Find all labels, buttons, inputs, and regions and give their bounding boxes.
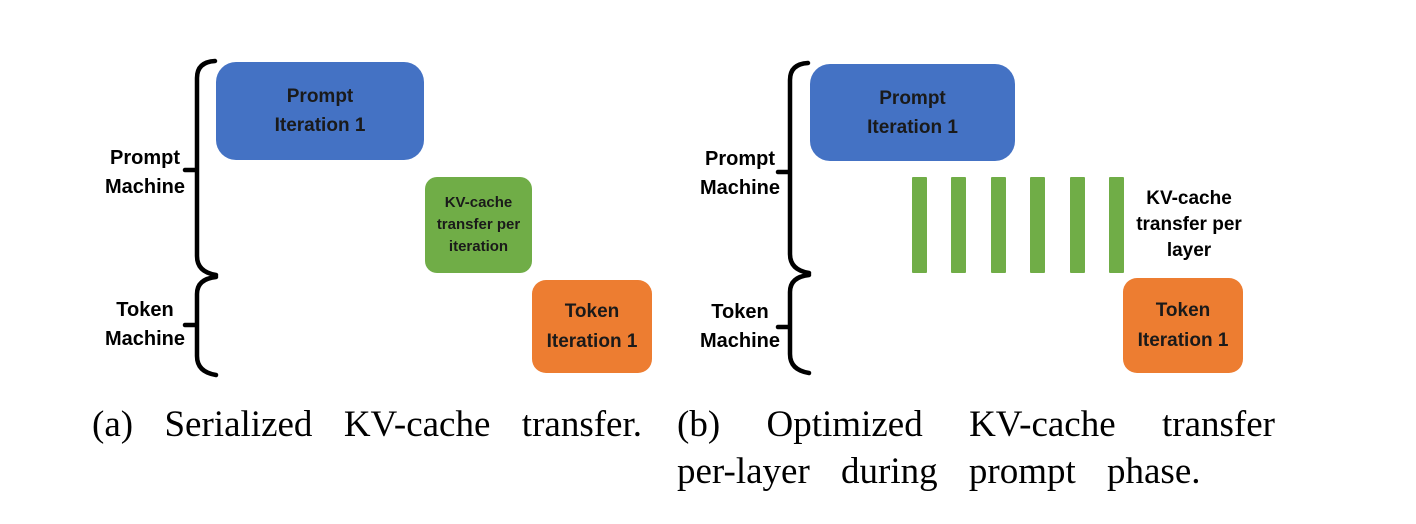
prompt-machine-label-a-line2: Machine xyxy=(104,176,186,198)
token-iteration-box-b-line1: Token xyxy=(1155,299,1211,321)
prompt-iteration-box-b-line2: Iteration 1 xyxy=(867,116,958,138)
prompt-iteration-box-b-line1: Prompt xyxy=(879,87,946,109)
prompt-machine-brace-b xyxy=(787,60,812,276)
prompt-iteration-box-a-line1: Prompt xyxy=(286,86,354,107)
kv-transfer-bar xyxy=(990,177,1006,273)
kv-transfer-bar xyxy=(1069,177,1085,273)
token-iteration-box-a-line1: Token xyxy=(564,300,620,322)
kv-cache-transfer-box-a-line2: transfer per xyxy=(436,216,521,233)
token-machine-label-b-line2: Machine xyxy=(699,330,781,352)
token-iteration-box-a: Token Iteration 1 xyxy=(532,280,652,373)
caption-b-line1: (b) Optimized KV-cache transfer xyxy=(677,404,1275,445)
kv-transfer-bar xyxy=(1108,177,1124,273)
token-iteration-box-b: Token Iteration 1 xyxy=(1123,278,1243,373)
token-machine-label-b-line1: Token xyxy=(711,301,769,323)
prompt-machine-label-b: Prompt Machine xyxy=(690,145,790,203)
kv-cache-transfer-box-a-line3: iteration xyxy=(448,238,509,255)
kv-cache-transfer-box-a-line1: KV-cache xyxy=(444,194,513,211)
kv-cache-per-layer-label-line2: transfer per xyxy=(1136,214,1242,235)
kv-transfer-bar xyxy=(912,177,927,273)
token-machine-label-b: Token Machine xyxy=(690,298,790,356)
prompt-iteration-box-b: Prompt Iteration 1 xyxy=(810,64,1015,161)
token-machine-label-a-line2: Machine xyxy=(104,328,186,350)
caption-b: (b) Optimized KV-cache transfer per-laye… xyxy=(677,401,1275,495)
kv-transfer-bar xyxy=(951,177,967,273)
prompt-machine-label-a-line1: Prompt xyxy=(110,147,180,169)
kv-cache-per-layer-label-line1: KV-cache xyxy=(1146,188,1232,209)
token-iteration-box-a-line2: Iteration 1 xyxy=(546,330,638,352)
token-machine-label-a: Token Machine xyxy=(95,296,195,354)
prompt-machine-label-b-line1: Prompt xyxy=(705,148,775,170)
prompt-iteration-box-a-line2: Iteration 1 xyxy=(274,115,366,136)
panel-a: Prompt Machine Token Machine Prompt Iter… xyxy=(0,0,660,524)
kv-cache-transfer-box-a: KV-cache transfer per iteration xyxy=(425,177,532,273)
prompt-iteration-box-a: Prompt Iteration 1 xyxy=(216,62,424,160)
kv-cache-per-layer-label-line3: layer xyxy=(1166,240,1212,261)
token-machine-label-a-line1: Token xyxy=(116,299,174,321)
prompt-machine-brace-a xyxy=(194,58,219,278)
kv-transfer-bar xyxy=(1030,177,1046,273)
kv-cache-per-layer-label: KV-cache transfer per layer xyxy=(1122,186,1256,264)
caption-a: (a) Serialized KV-cache transfer. xyxy=(92,404,642,445)
prompt-machine-label-b-line2: Machine xyxy=(699,177,781,199)
caption-b-line2: per-layer during prompt phase. xyxy=(677,451,1201,492)
token-machine-brace-b xyxy=(787,272,812,376)
token-iteration-box-b-line2: Iteration 1 xyxy=(1137,329,1229,351)
kv-bars xyxy=(912,177,1124,273)
prompt-machine-label-a: Prompt Machine xyxy=(95,144,195,202)
